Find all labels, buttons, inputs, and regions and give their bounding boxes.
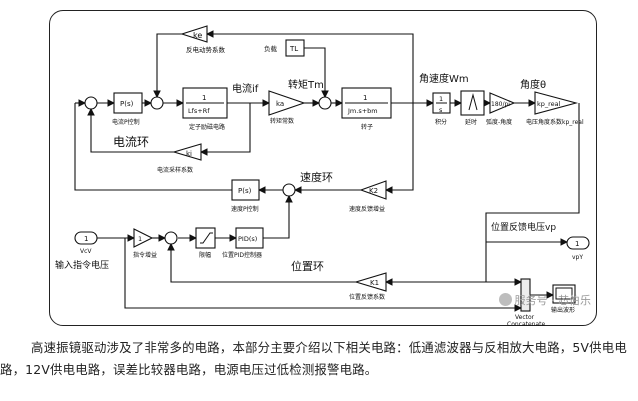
- torque-const-label: 转矩常数: [270, 117, 294, 125]
- vpy-label: vpY: [572, 254, 583, 261]
- ke-label: ke: [193, 31, 202, 40]
- kp-real-gain: [534, 91, 579, 115]
- stator-num: 1: [202, 94, 206, 102]
- speed-loop-label: 速度环: [300, 170, 333, 184]
- vpy-port-num: 1: [575, 240, 579, 248]
- caption: 高速振镜驱动涉及了非常多的电路，本部分主要介绍以下相关电路：低通滤波器与反相放大…: [0, 337, 638, 381]
- current-sample-label: 电流采样系数: [157, 166, 193, 174]
- K2-label: K2: [369, 187, 378, 195]
- torque-label: 转矩Tm: [288, 78, 324, 91]
- K1-label: K1: [370, 279, 379, 287]
- sum-speed: [282, 183, 296, 197]
- sum-position: [164, 231, 178, 245]
- ka-label: ka: [276, 100, 284, 108]
- limiter-label: 限幅: [199, 251, 211, 259]
- current-p-ctrl-label: 电流P控制: [112, 118, 140, 126]
- sum-backemf: [150, 96, 164, 110]
- vcv-port-num: 1: [84, 235, 88, 243]
- control-block-diagram: ke 反电动势系数 负载 TL 转矩Tm 电流if 角速度Wm 角度θ P(s)…: [55, 25, 590, 328]
- torque-const-gain: [268, 90, 306, 116]
- cmd-gain: [133, 228, 154, 248]
- scope-screen: [555, 287, 573, 300]
- watermark: 服务号 · 芯伯乐: [498, 292, 592, 308]
- sum-torque: [318, 96, 332, 110]
- pid-block: [235, 227, 264, 249]
- cmd-gain-label: 指令增益: [133, 251, 157, 259]
- int-den: s: [439, 106, 443, 114]
- int-num: 1: [439, 95, 443, 103]
- caption-paragraph: 高速振镜驱动涉及了非常多的电路，本部分主要介绍以下相关电路：低通滤波器与反相放大…: [0, 340, 627, 377]
- angle-label: 角度θ: [520, 78, 546, 91]
- vpy-outport: [566, 236, 590, 250]
- rad-to-deg-gain: [489, 92, 516, 114]
- k180-label: 180/pi: [491, 101, 510, 108]
- speed-p-ctrl-label: 速度P控制: [231, 205, 259, 213]
- rotor-den: Jm.s+bm: [347, 107, 378, 115]
- position-fb-coeff-label: 位置反馈系数: [349, 293, 385, 301]
- K2-gain: [359, 180, 387, 200]
- integral-label: 积分: [435, 118, 447, 126]
- ki-label: ki: [186, 150, 192, 158]
- TL-label: TL: [289, 45, 298, 53]
- ke-gain: [180, 25, 208, 43]
- angular-speed-label: 角速度Wm: [419, 72, 469, 85]
- pid-label: PID(s): [238, 235, 257, 243]
- position-fb-voltage-label: 位置反馈电压vp: [491, 221, 556, 233]
- watermark-text: 服务号 · 芯伯乐: [514, 294, 592, 307]
- load-TL-block: [285, 39, 305, 57]
- K1-gain: [354, 272, 387, 292]
- diagram-frame: [49, 10, 597, 326]
- current-if-label: 电流if: [232, 82, 259, 95]
- vcv-label: VcV: [80, 248, 92, 255]
- output-waveform-label: 输出波形: [551, 306, 575, 314]
- speed-fb-label: 速度反馈增益: [349, 205, 385, 213]
- concatenate-label: Concatenate: [507, 321, 546, 328]
- stator-den: Lfs+Rf: [188, 107, 210, 115]
- stator-circuit-label: 定子励磁电路: [189, 123, 225, 131]
- input-cmd-label: 输入指令电压: [55, 259, 109, 271]
- ps-speed-label: P(s): [238, 187, 252, 195]
- rotor-label: 转子: [361, 123, 373, 131]
- sum-current: [84, 96, 98, 110]
- back-emf-label: 反电动势系数: [186, 45, 226, 54]
- rotor-num: 1: [363, 94, 367, 102]
- speed-p-controller-block: [231, 179, 260, 201]
- delay-label: 延时: [465, 118, 477, 126]
- gain-one-label: 1: [138, 235, 142, 243]
- limiter-block: [195, 227, 216, 249]
- watermark-logo-icon: [498, 293, 512, 306]
- position-pid-label: 位置PID控制器: [222, 251, 262, 259]
- motor-angle-coeff-label: 电压角度系数kp_real: [526, 118, 584, 126]
- current-p-controller-block: [113, 92, 143, 114]
- load-label: 负载: [264, 44, 278, 53]
- rad-to-deg-label: 弧度-角度: [486, 118, 512, 126]
- kp-real-label: kp_real: [537, 100, 561, 108]
- current-loop-label: 电流环: [113, 135, 149, 149]
- delay-block: [460, 90, 485, 116]
- position-loop-label: 位置环: [291, 259, 324, 273]
- vector-concat-block: [520, 278, 531, 312]
- vcv-inport: [74, 231, 98, 245]
- ki-gain: [172, 143, 202, 161]
- ps-current-label: P(s): [120, 100, 134, 108]
- vector-label: Vector: [515, 314, 535, 321]
